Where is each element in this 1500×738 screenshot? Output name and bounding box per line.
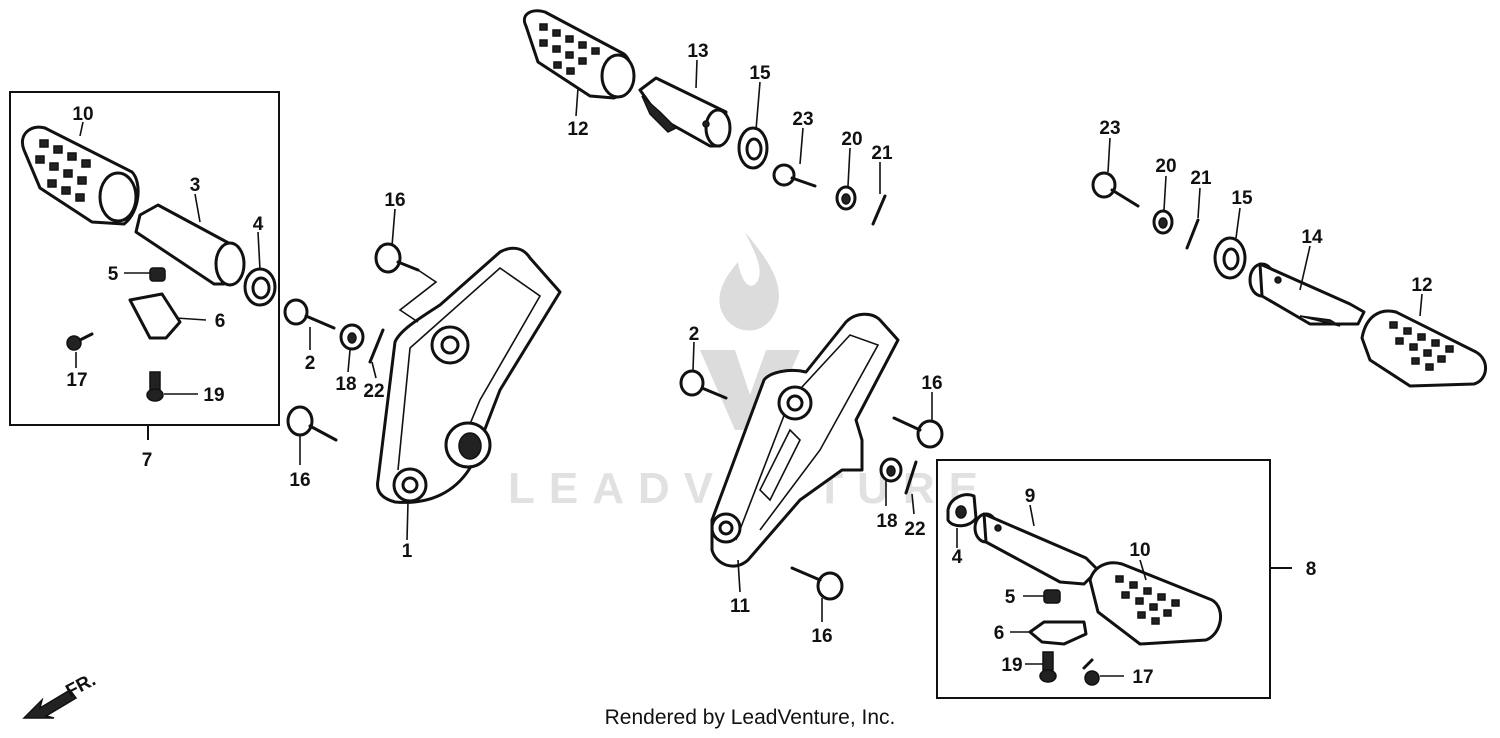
spring-5-right xyxy=(1043,589,1061,604)
footpeg-arm-14 xyxy=(1248,262,1366,327)
callout-4: 4 xyxy=(952,547,963,568)
callout-1: 1 xyxy=(402,541,413,562)
callout-11: 11 xyxy=(730,596,751,617)
assembly-frame-7 xyxy=(9,91,280,426)
callout-10: 10 xyxy=(72,104,93,125)
footpeg-rubber-left xyxy=(21,125,140,226)
footpeg-rubber-right-lower xyxy=(1088,561,1222,646)
callout-12: 12 xyxy=(1411,275,1432,296)
callout-20: 20 xyxy=(1155,156,1176,177)
bracket-11 xyxy=(710,312,900,568)
pin-23-right xyxy=(1091,171,1140,208)
cotter-pin-22-left xyxy=(368,328,385,364)
callout-17: 17 xyxy=(1132,667,1153,688)
washer-15-right xyxy=(1213,236,1247,280)
callout-9: 9 xyxy=(1025,486,1036,507)
nut-20-top xyxy=(835,185,857,211)
callout-16: 16 xyxy=(921,373,942,394)
bracket-1 xyxy=(376,246,562,504)
callout-2: 2 xyxy=(305,353,316,374)
callout-6: 6 xyxy=(994,623,1005,644)
bolt-17-left xyxy=(66,332,94,351)
callout-20: 20 xyxy=(841,129,862,150)
credit-line: Rendered by LeadVenture, Inc. xyxy=(604,706,896,729)
callout-12: 12 xyxy=(567,119,588,140)
callout-16: 16 xyxy=(289,470,310,491)
callout-5: 5 xyxy=(108,264,119,285)
callout-5: 5 xyxy=(1005,587,1016,608)
cotter-pin-21-right xyxy=(1185,218,1200,250)
callout-10: 10 xyxy=(1129,540,1150,561)
callout-22: 22 xyxy=(904,519,925,540)
callout-21: 21 xyxy=(871,143,893,164)
callout-labels: 10 3 4 5 6 17 19 7 16 2 18 22 16 1 12 13… xyxy=(66,41,1432,688)
footpeg-arm-left xyxy=(134,203,246,287)
callout-7: 7 xyxy=(142,450,153,471)
bolt-16-upper-right xyxy=(892,416,944,449)
washer-18-right xyxy=(879,457,903,483)
bolt-17-right xyxy=(1082,658,1100,686)
footpeg-rubber-top xyxy=(523,9,636,100)
washer-4-right xyxy=(946,493,978,528)
footpeg-arm-13 xyxy=(638,76,732,148)
pin-2-left xyxy=(283,298,336,330)
callout-6: 6 xyxy=(215,311,226,332)
washer-4-left xyxy=(243,267,277,307)
nut-20-right xyxy=(1152,209,1174,235)
callout-17: 17 xyxy=(66,370,87,391)
leader-lines xyxy=(75,59,1423,677)
callout-21: 21 xyxy=(1190,168,1212,189)
callout-19: 19 xyxy=(203,385,224,406)
washer-15-top xyxy=(737,126,769,170)
plate-6-right xyxy=(1028,620,1088,646)
plate-6-left xyxy=(128,292,182,340)
pin-23-top xyxy=(772,163,817,188)
callout-18: 18 xyxy=(876,511,897,532)
callout-14: 14 xyxy=(1301,227,1323,248)
bolt-19-right xyxy=(1039,651,1057,683)
footpeg-arm-9 xyxy=(973,512,1100,586)
callout-22: 22 xyxy=(363,381,384,402)
cotter-pin-21-top xyxy=(871,194,887,226)
bolt-16-lower-right xyxy=(790,566,844,601)
callout-15: 15 xyxy=(749,63,771,84)
callout-13: 13 xyxy=(687,41,708,62)
bolt-19-left xyxy=(146,371,164,402)
washer-18-left xyxy=(339,323,365,351)
footpeg-rubber-right-upper xyxy=(1360,309,1487,388)
callout-23: 23 xyxy=(792,109,813,130)
callout-16: 16 xyxy=(384,190,405,211)
callout-2: 2 xyxy=(689,324,700,345)
callout-8: 8 xyxy=(1306,559,1317,580)
assembly-frame-8 xyxy=(936,459,1271,699)
bolt-16-lower-left xyxy=(286,405,338,442)
callout-23: 23 xyxy=(1099,118,1120,139)
cotter-pin-22-right xyxy=(904,460,918,495)
callout-19: 19 xyxy=(1001,655,1022,676)
spring-5-left xyxy=(149,267,166,282)
callout-15: 15 xyxy=(1231,188,1253,209)
callout-18: 18 xyxy=(335,374,356,395)
callout-3: 3 xyxy=(190,175,201,196)
pin-2-right xyxy=(679,369,728,400)
bolt-16-upper-left xyxy=(374,242,438,323)
callout-16: 16 xyxy=(811,626,832,647)
callout-4: 4 xyxy=(253,214,264,235)
